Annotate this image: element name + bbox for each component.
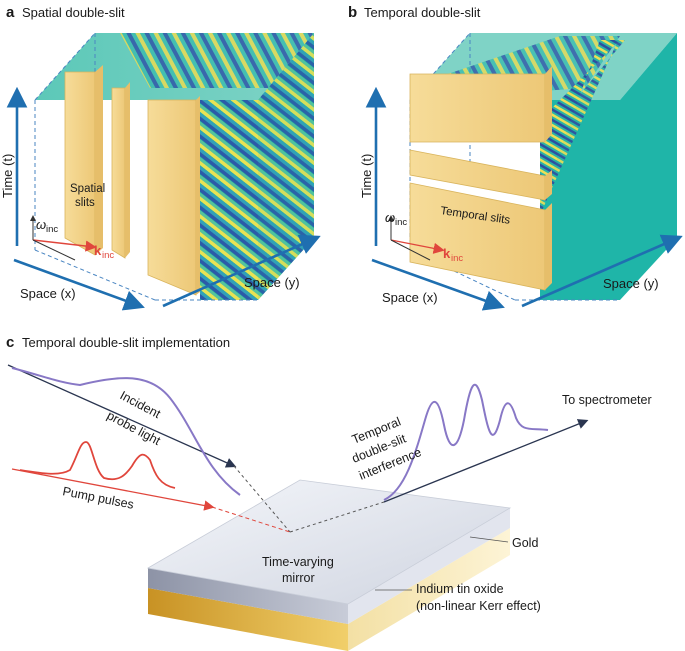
- panel-b: b Temporal double-slit Te: [348, 4, 683, 311]
- pump-pulses-wave: [19, 441, 176, 489]
- panel-a-slits: [64, 65, 200, 296]
- panel-a-top-waves: [120, 33, 314, 88]
- spectrometer-label: To spectrometer: [562, 393, 652, 407]
- panel-c-title: Temporal double-slit implementation: [22, 335, 230, 350]
- panel-a-y-label: Space (y): [244, 275, 300, 290]
- spectrometer-arrow: [383, 419, 589, 503]
- panel-a-k: k: [94, 243, 102, 258]
- interference-wave: [383, 383, 549, 501]
- pump-arrow: [11, 468, 215, 511]
- incident-probe-arrow: [7, 364, 237, 468]
- panel-b-k-arrow: [390, 239, 445, 254]
- panel-a-slits-label-1: Spatial: [70, 183, 105, 195]
- panel-a-x-label: Space (x): [20, 286, 76, 301]
- gold-label: Gold: [512, 536, 538, 550]
- mirror-label-2: mirror: [282, 571, 315, 585]
- panel-a-letter: a: [6, 4, 15, 21]
- panel-c: c Temporal double-slit implementation In…: [6, 334, 652, 651]
- panel-a-omega: ω: [36, 217, 46, 232]
- panel-a-front-waves: [200, 100, 258, 300]
- panel-b-y-label: Space (y): [603, 276, 659, 291]
- ito-label-1: Indium tin oxide: [416, 582, 504, 596]
- panel-b-side-face: [620, 33, 677, 300]
- panel-b-x-axis: [371, 258, 505, 311]
- panel-a-time-label: Time (t): [0, 154, 15, 198]
- time-varying-mirror: [146, 479, 512, 605]
- ito-layer-side: [348, 508, 510, 624]
- panel-b-title: Temporal double-slit: [364, 5, 481, 20]
- panel-b-omega-sub: inc: [395, 217, 407, 228]
- panel-a-k-sub: inc: [102, 250, 114, 261]
- gold-layer-front: [148, 588, 348, 651]
- panel-b-k-sub: inc: [451, 253, 463, 264]
- gold-layer-side: [348, 528, 510, 651]
- panel-c-letter: c: [6, 334, 14, 351]
- panel-b-k: k: [443, 246, 451, 261]
- panel-a-slits-label-2: slits: [75, 197, 95, 209]
- incident-probe-wave: [11, 367, 241, 496]
- panel-a-y-axis: [162, 234, 321, 308]
- panel-b-x-label: Space (x): [382, 290, 438, 305]
- panel-b-omega: ω: [385, 210, 395, 225]
- panel-b-y-axis: [521, 234, 683, 308]
- panel-b-time-label: Time (t): [359, 154, 374, 198]
- mirror-label-1: Time-varying: [262, 555, 334, 569]
- panel-a-x-axis: [13, 258, 145, 311]
- ito-label-2: (non-linear Kerr effect): [416, 599, 541, 613]
- panel-b-slits: [409, 66, 552, 291]
- ito-layer-front: [148, 568, 348, 624]
- panel-b-letter: b: [348, 4, 357, 21]
- pump-label: Pump pulses: [61, 484, 135, 512]
- panel-a-k-arrow: [32, 239, 97, 252]
- panel-a-title: Spatial double-slit: [22, 5, 125, 20]
- panel-a-omega-sub: inc: [46, 224, 58, 235]
- panel-a: a Spatial double-slit Spatial slits: [0, 4, 321, 311]
